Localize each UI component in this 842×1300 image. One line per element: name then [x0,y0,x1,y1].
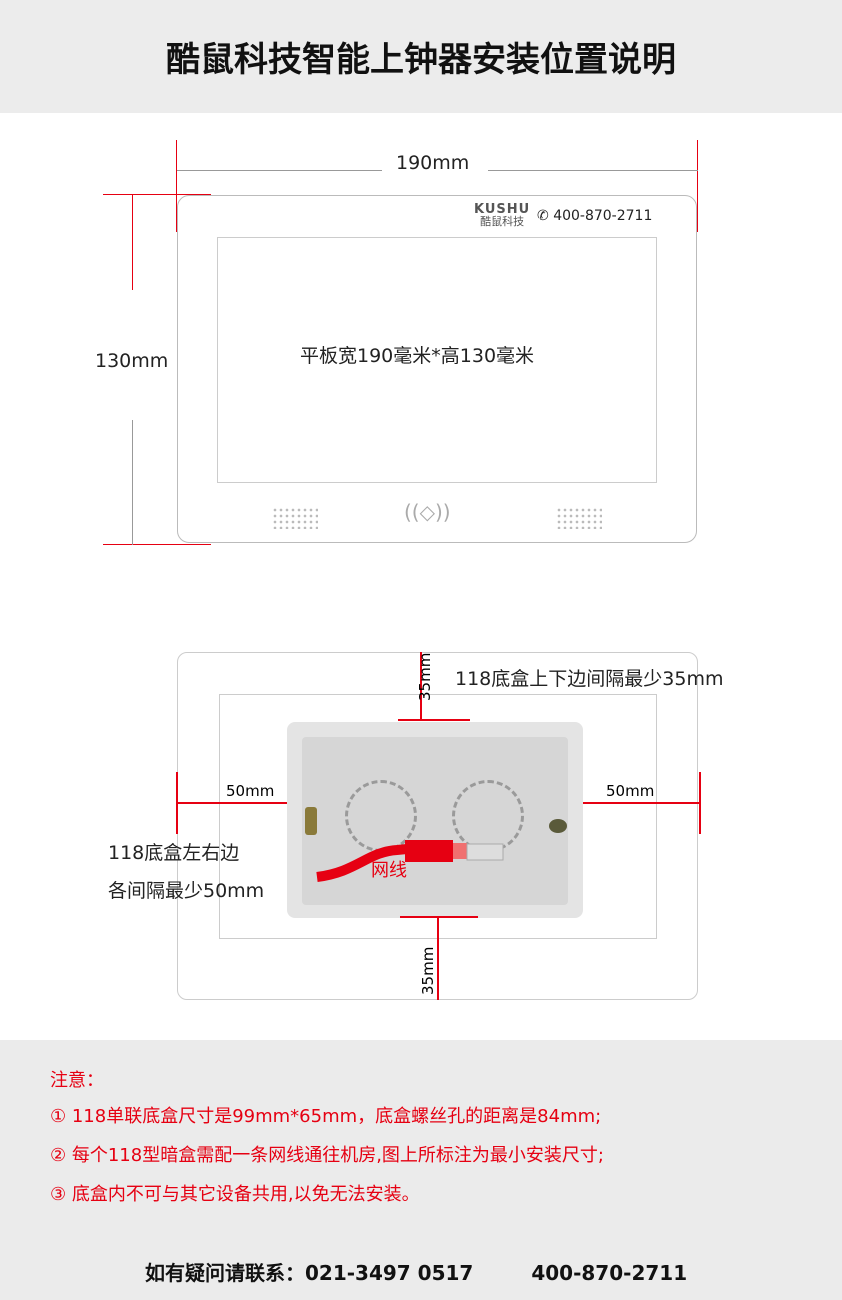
dim-line [583,802,700,804]
footer-label: 如有疑问请联系： [145,1261,305,1285]
nfc-icon: ((◇)) [404,500,451,524]
page-title: 酷鼠科技智能上钟器安装位置说明 [166,40,676,80]
speaker-icon [556,507,602,529]
right-gap-label: 50mm [606,782,655,800]
dim-tick [103,544,211,545]
top-note: 118底盒上下边间隔最少35mm [455,668,724,690]
speaker-icon [272,507,318,529]
brand-cn: 酷鼠科技 [480,215,525,228]
dim-line [420,652,422,720]
junction-box: 网线 [287,722,583,918]
notes-panel [0,1040,842,1300]
network-cable [316,840,504,882]
brand-logo: KUSHU 酷鼠科技 [474,203,530,227]
note-item: ② 每个118型暗盒需配一条网线通往机房,图上所标注为最小安装尺寸; [50,1145,604,1166]
side-note-1: 118底盒左右边 [108,842,240,864]
dim-line [177,170,382,171]
dim-tick [697,140,698,232]
dim-tick [103,194,211,195]
tablet-phone: ✆ 400-870-2711 [537,208,652,224]
dim-tick [176,140,177,232]
note-item: ③ 底盒内不可与其它设备共用,以免无法安装。 [50,1184,420,1205]
tablet-screen [217,237,657,483]
note-item: ① 118单联底盒尺寸是99mm*65mm，底盒螺丝孔的距离是84mm; [50,1106,602,1127]
tablet-frame [177,195,697,543]
top-gap-label: 35mm [416,652,434,701]
dim-line [132,420,133,545]
screw-hole [549,819,567,833]
brand-en: KUSHU [474,202,531,217]
bottom-gap-label: 35mm [419,946,437,995]
notes-heading: 注意： [50,1070,104,1091]
dim-tick [699,772,701,834]
dim-tick [400,916,478,918]
footer-contact: 如有疑问请联系：021-3497 0517 400-870-2711 [145,1257,687,1286]
width-label: 190mm [396,152,470,174]
phone-text: 400-870-2711 [553,208,653,224]
screen-text: 平板宽190毫米*高130毫米 [300,345,535,367]
cable-label: 网线 [371,860,407,881]
dim-line [132,195,133,290]
header-band [0,0,842,113]
footer-phone-2: 400-870-2711 [531,1261,688,1285]
side-note-2: 各间隔最少50mm [108,880,265,902]
dim-line [177,802,287,804]
screw-hole [305,807,317,835]
height-label: 130mm [95,350,169,372]
dim-line [437,917,439,1000]
phone-icon: ✆ [537,208,549,224]
left-gap-label: 50mm [226,782,275,800]
dim-tick [398,719,470,721]
dim-line [488,170,698,171]
footer-phone-1: 021-3497 0517 [305,1261,474,1285]
